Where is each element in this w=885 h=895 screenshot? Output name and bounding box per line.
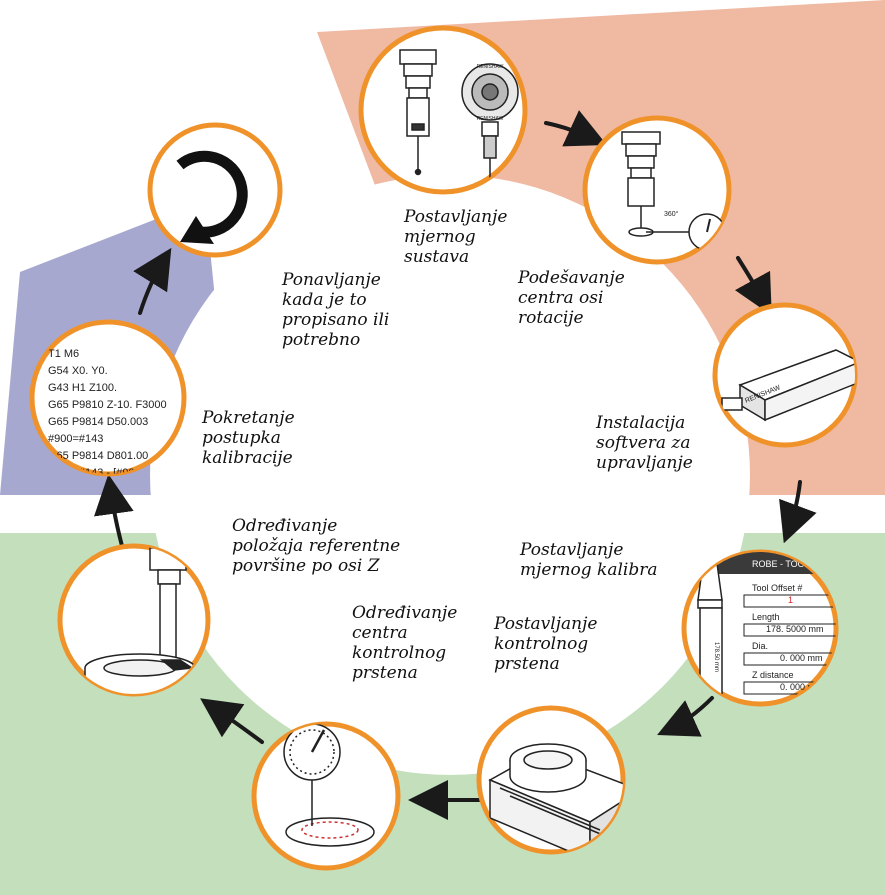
dial-gauge-ring-illustration bbox=[283, 724, 375, 847]
tool-field-name-4: Z distance bbox=[752, 670, 794, 680]
cycle-arrows bbox=[94, 110, 817, 820]
arrow-3-4 bbox=[779, 480, 817, 544]
step-circle-3: RENISHAW bbox=[712, 302, 858, 448]
stylus-length-text: 178.50 mm bbox=[713, 642, 719, 672]
tool-field-value-2: 178. 5000 mm bbox=[766, 624, 824, 634]
step-label-instalacija-softvera: Instalacija softvera za upravljanje bbox=[596, 413, 693, 473]
step-circle-8: % T1 M6 G54 X0. Y0. G43 H1 Z100. G65 P98… bbox=[29, 319, 187, 479]
step-label-odredivanje-polozaja-z: Određivanje položaja referentne površine… bbox=[232, 516, 401, 576]
gcode-line-5: G65 P9810 Z-10. F3000 bbox=[48, 399, 167, 411]
gcode-line-6: G65 P9814 D50.003 bbox=[48, 416, 148, 428]
tool-field-value-1: 1 bbox=[788, 595, 793, 605]
repeat-arrow-icon bbox=[176, 150, 248, 244]
step-label-postavljanje-mjernog-sustava: Postavljanje mjernog sustava bbox=[404, 207, 508, 267]
gcode-line-2: T1 M6 bbox=[48, 348, 79, 360]
gcode-line-4: G43 H1 Z100. bbox=[48, 382, 117, 394]
step-label-podesavanje-centra: Podešavanje centra osi rotacije bbox=[518, 268, 625, 328]
arrow-1-2 bbox=[544, 110, 607, 147]
step-circle-1: RENISHAW RENISHAW bbox=[358, 25, 528, 195]
receiver-text-top: RENISHAW bbox=[477, 64, 504, 70]
step-circle-6 bbox=[251, 721, 401, 871]
tool-field-name-2: Length bbox=[752, 612, 780, 622]
step-circle-5 bbox=[476, 705, 626, 855]
gcode-line-3: G54 X0. Y0. bbox=[48, 365, 108, 377]
receiver-text-bottom: RENISHAW bbox=[477, 116, 504, 122]
step-label-ponavljanje: Ponavljanje kada je to propisano ili pot… bbox=[282, 270, 390, 350]
probe-and-receiver-illustration: RENISHAW RENISHAW bbox=[399, 49, 519, 192]
step-circle-9 bbox=[147, 122, 283, 258]
step-label-postavljanje-kalibra: Postavljanje mjernog kalibra bbox=[520, 540, 658, 580]
step-circle-2: 360° bbox=[582, 115, 732, 265]
usb-stick-illustration: RENISHAW bbox=[721, 349, 855, 422]
tool-field-name-3: Dia. bbox=[752, 641, 768, 651]
step-label-postavljanje-prstena: Postavljanje kontrolnog prstena bbox=[494, 614, 598, 674]
spindle-on-ring-illustration bbox=[84, 547, 196, 694]
tool-field-value-4: 0. 000 m bbox=[780, 682, 815, 692]
step-label-odredivanje-centra-prstena: Određivanje centra kontrolnog prstena bbox=[352, 603, 458, 683]
step-circle-7 bbox=[57, 543, 211, 697]
gcode-program-illustration: % T1 M6 G54 X0. Y0. G43 H1 Z100. G65 P98… bbox=[48, 331, 167, 479]
dial-text: 360° bbox=[664, 210, 679, 218]
arrow-4-5 bbox=[657, 696, 714, 737]
arrow-8-9 bbox=[133, 247, 172, 315]
tool-field-name-1: Tool Offset # bbox=[752, 583, 802, 593]
tool-screen-header: ROBE - TOOL D bbox=[752, 559, 819, 569]
arrow-7-8 bbox=[94, 474, 134, 548]
tool-field-value-3: 0. 000 mm bbox=[780, 653, 823, 663]
gcode-line-7: #900=#143 bbox=[48, 433, 103, 445]
arrow-6-7 bbox=[200, 698, 264, 744]
gcode-line-9: #901=#143 - [#900 bbox=[48, 467, 141, 479]
gcode-line-8: G65 P9814 D801.00 bbox=[48, 450, 148, 462]
center-disk bbox=[150, 175, 750, 775]
arrow-2-3 bbox=[734, 256, 772, 316]
step-label-pokretanje-kalibracije: Pokretanje postupka kalibracije bbox=[202, 408, 295, 468]
